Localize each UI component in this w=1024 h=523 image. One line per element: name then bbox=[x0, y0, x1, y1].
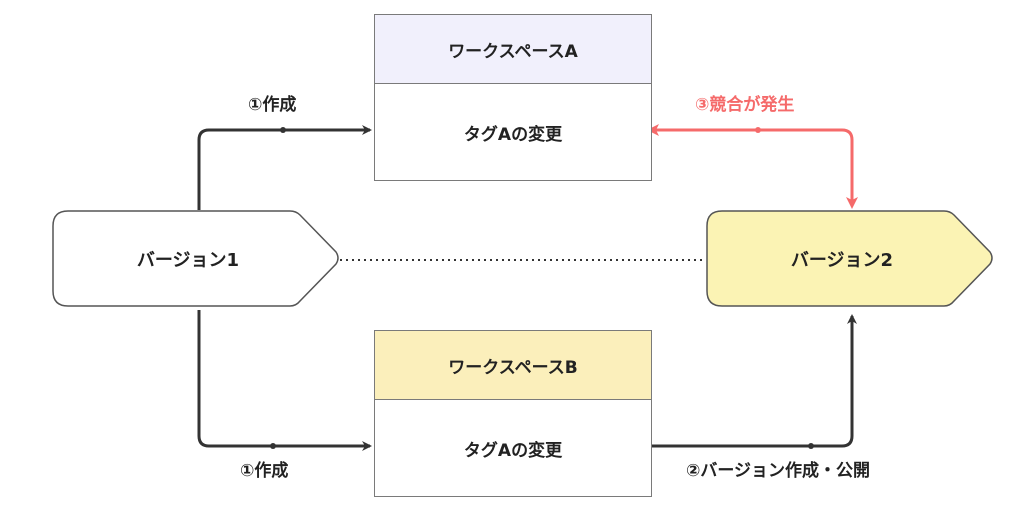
edge-create-b-midpoint bbox=[270, 443, 276, 449]
edge-create-b-label: ①作成 bbox=[240, 461, 289, 481]
edge-conflict-label: ③競合が発生 bbox=[695, 95, 795, 115]
version2-shape bbox=[706, 210, 993, 307]
workspace-b-box: ワークスペースB タグAの変更 bbox=[374, 330, 652, 497]
edge-create-b bbox=[197, 310, 372, 451]
edge-conflict-midpoint bbox=[755, 127, 761, 133]
workspace-b-body: タグAの変更 bbox=[463, 441, 563, 461]
edge-conflict bbox=[647, 124, 858, 209]
version1-shape bbox=[52, 210, 339, 307]
edge-create-a-label: ①作成 bbox=[248, 95, 297, 115]
workspace-a-title: ワークスペースA bbox=[375, 15, 651, 84]
edge-publish-midpoint bbox=[808, 443, 814, 449]
edge-create-a-midpoint bbox=[280, 127, 286, 133]
edge-publish-label: ②バージョン作成・公開 bbox=[686, 461, 871, 481]
edge-create-a bbox=[197, 125, 372, 210]
workspace-a-body: タグAの変更 bbox=[463, 125, 563, 145]
version2-label: バージョン2 bbox=[790, 249, 894, 271]
workspace-b-title: ワークスペースB bbox=[375, 331, 651, 400]
version1-label: バージョン1 bbox=[136, 249, 240, 271]
edge-publish bbox=[652, 314, 857, 448]
workspace-a-box: ワークスペースA タグAの変更 bbox=[374, 14, 652, 181]
